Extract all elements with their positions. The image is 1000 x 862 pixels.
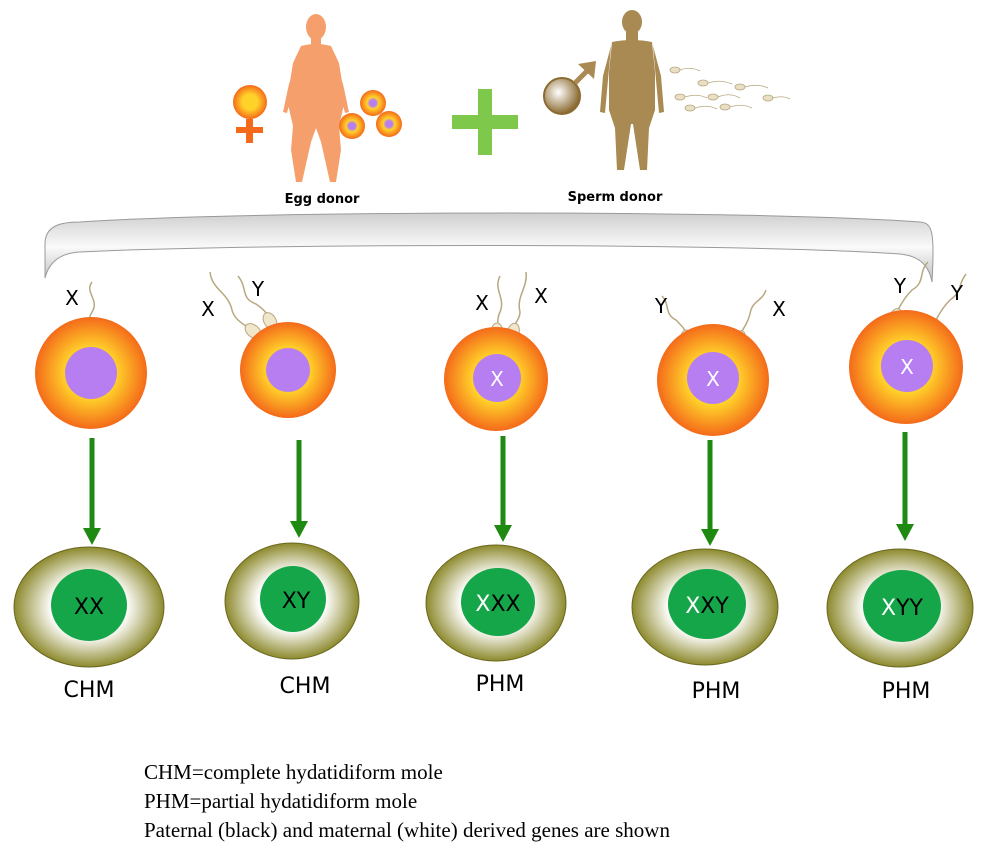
distribution-band — [44, 212, 934, 283]
column-4: Y X X XXY PHM — [631, 289, 786, 704]
egg-nucleus — [65, 347, 117, 399]
product-part: X — [881, 596, 896, 621]
product-part: XX — [490, 592, 520, 617]
legend-line-genes: Paternal (black) and maternal (white) de… — [144, 818, 670, 842]
mole-type-label: PHM — [882, 679, 931, 704]
sperm-donor-group: Sperm donor — [543, 10, 791, 205]
column-5: Y Y X XYY PHM — [826, 261, 974, 704]
sperm-donor-label: Sperm donor — [568, 190, 663, 205]
arrow-head — [83, 528, 101, 545]
mole-nucleus — [863, 570, 941, 642]
egg-donor-label: Egg donor — [285, 192, 360, 207]
sperm-swarm-icon — [669, 66, 791, 112]
egg-chromosome-label: X — [706, 367, 720, 391]
egg-nucleus — [473, 354, 521, 402]
product-part: X — [685, 594, 700, 619]
male-silhouette-icon — [600, 10, 664, 170]
sperm-chromosome-label: Y — [251, 277, 265, 301]
legend-line-chm: CHM=complete hydatidiform mole — [144, 760, 443, 784]
female-silhouette-icon — [283, 14, 349, 182]
egg-cells-icon — [339, 90, 402, 139]
mole-nucleus — [260, 566, 326, 632]
sperm-chromosome-label: X — [65, 286, 79, 310]
sperm-chromosome-label: X — [201, 297, 215, 321]
mole-type-label: PHM — [476, 672, 525, 697]
product-genotype: XY — [282, 589, 311, 614]
product-genotype: XXY — [685, 594, 729, 619]
sperm-chromosome-label: Y — [950, 281, 964, 305]
egg-donor-group: Egg donor — [233, 14, 402, 207]
arrow-head — [701, 529, 719, 546]
egg-nucleus — [881, 340, 933, 392]
product-part: X — [475, 592, 490, 617]
mole-nucleus — [51, 569, 127, 641]
sperm-chromosome-label: X — [772, 297, 786, 321]
product-genotype: XXX — [475, 592, 520, 617]
mole-type-label: PHM — [692, 679, 741, 704]
product-part: XY — [700, 594, 729, 619]
column-2: X Y XY CHM — [201, 271, 360, 699]
egg-nucleus — [266, 348, 310, 392]
female-symbol-icon — [233, 85, 267, 143]
egg-nucleus — [687, 352, 739, 404]
egg-chromosome-label: X — [900, 355, 914, 379]
arrow-head — [896, 524, 914, 541]
sperm-chromosome-label: X — [534, 284, 548, 308]
sperm-chromosome-label: X — [475, 291, 489, 315]
sperm-chromosome-label: Y — [893, 274, 907, 298]
product-genotype: XX — [74, 595, 104, 620]
mole-nucleus — [461, 568, 535, 636]
mole-nucleus — [668, 569, 746, 639]
product-genotype: XYY — [881, 596, 924, 621]
arrow-head — [494, 525, 512, 542]
plus-icon — [452, 89, 518, 155]
egg-chromosome-label: X — [490, 367, 504, 391]
product-part: YY — [895, 596, 923, 621]
male-symbol-icon — [543, 61, 596, 115]
legend-line-phm: PHM=partial hydatidiform mole — [144, 789, 418, 813]
product-part: XX — [74, 595, 104, 620]
column-1: X XX CHM — [13, 281, 165, 703]
mole-type-label: CHM — [64, 678, 115, 703]
column-3: X X X XXX PHM — [425, 271, 567, 697]
product-part: XY — [282, 589, 311, 614]
arrow-head — [290, 521, 308, 538]
sperm-chromosome-label: Y — [654, 294, 668, 318]
mole-type-label: CHM — [280, 674, 331, 699]
